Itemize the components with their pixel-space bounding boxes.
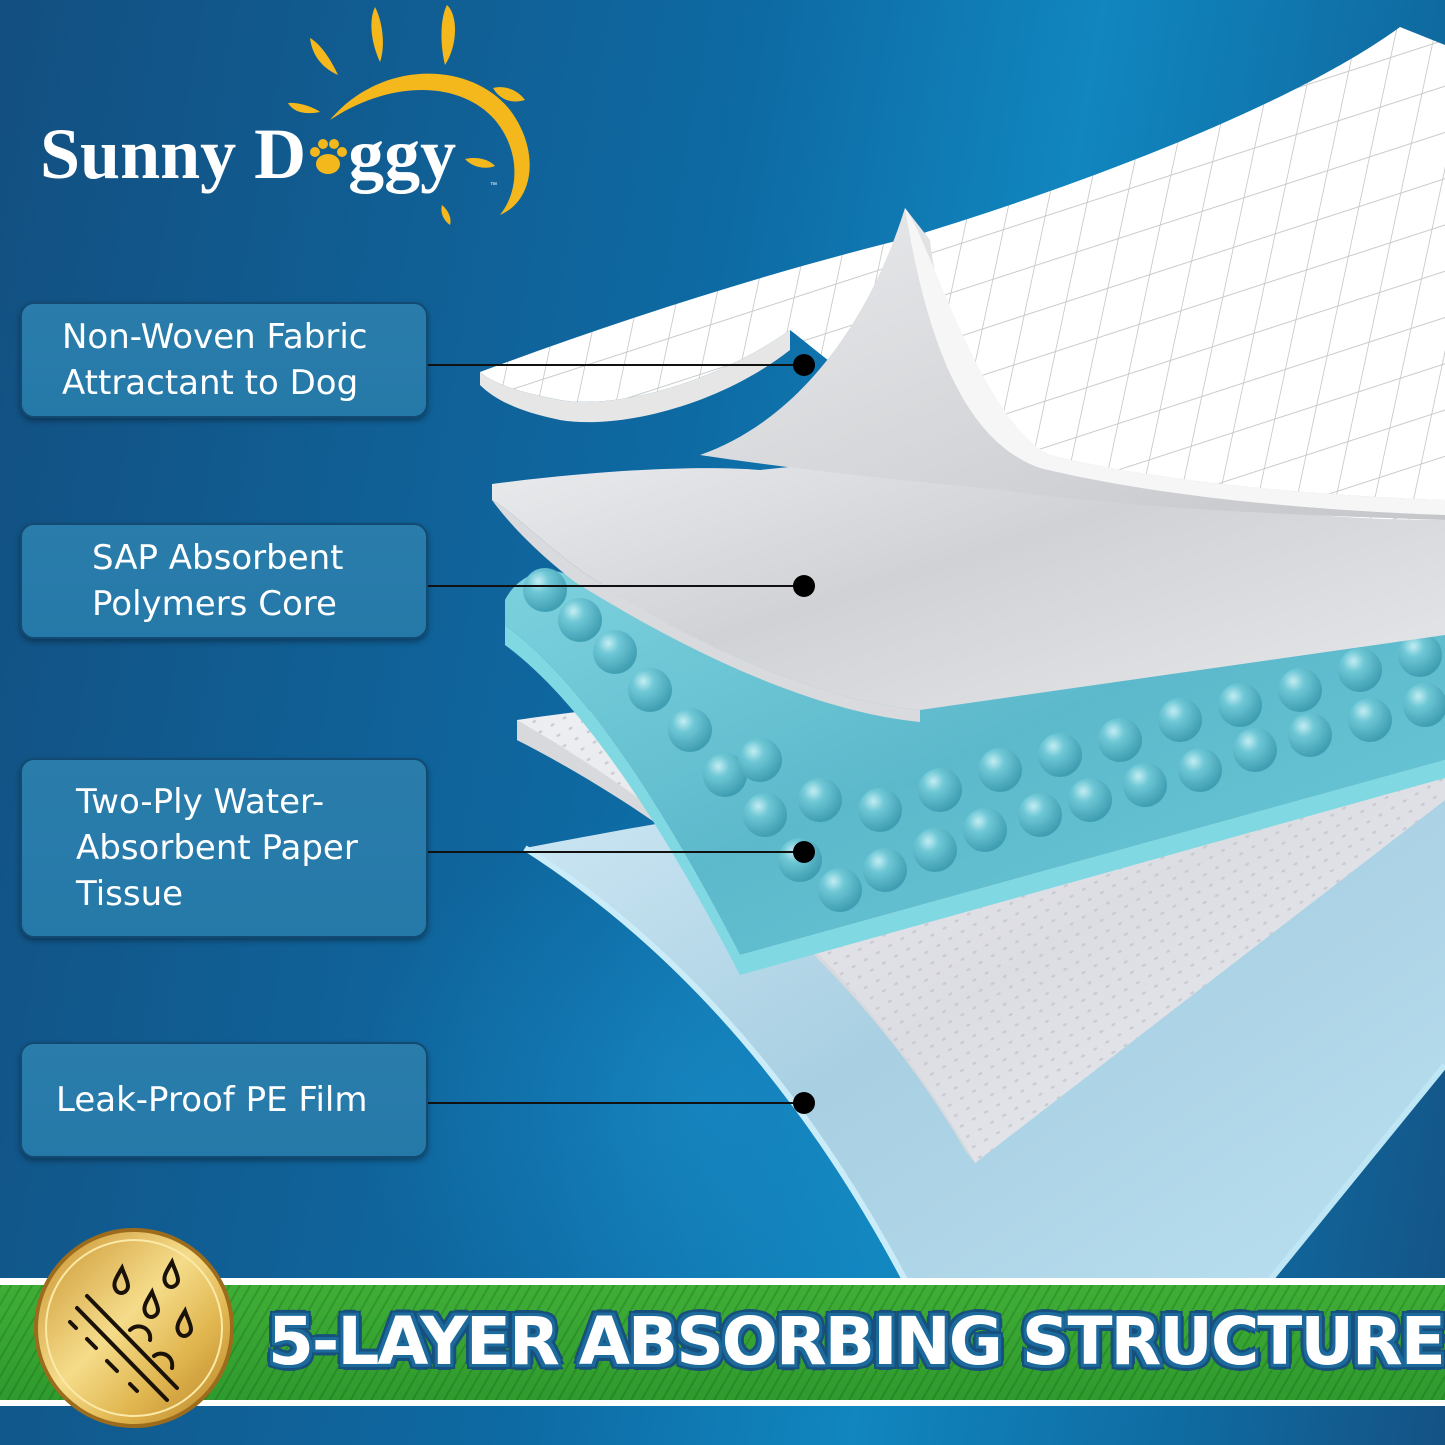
connector-line bbox=[428, 585, 804, 587]
connector-line bbox=[428, 851, 804, 853]
callout-dot bbox=[793, 841, 815, 863]
banner-title: 5-LAYER ABSORBING STRUCTURE bbox=[268, 1303, 1445, 1380]
connector-line bbox=[428, 364, 804, 366]
trademark: ™ bbox=[490, 182, 497, 189]
layer-label-paper-tissue: Two-Ply Water- Absorbent Paper Tissue bbox=[20, 758, 428, 938]
layer-label-pe-film: Leak-Proof PE Film bbox=[20, 1042, 428, 1158]
callout-dot bbox=[793, 354, 815, 376]
banner-stripe bbox=[0, 1285, 1445, 1400]
paw-icon bbox=[306, 118, 348, 190]
sun-icon bbox=[288, 5, 530, 225]
top-layer-curl bbox=[700, 208, 1445, 520]
callout-dot bbox=[793, 575, 815, 597]
callout-dot bbox=[793, 1092, 815, 1114]
layer-label-nonwoven: Non-Woven Fabric Attractant to Dog bbox=[20, 302, 428, 418]
rain-drops-absorb-icon bbox=[34, 1228, 234, 1428]
layer-nonwoven-top bbox=[480, 27, 1445, 520]
layer-label-sap: SAP Absorbent Polymers Core bbox=[20, 523, 428, 639]
connector-line bbox=[428, 1102, 804, 1104]
